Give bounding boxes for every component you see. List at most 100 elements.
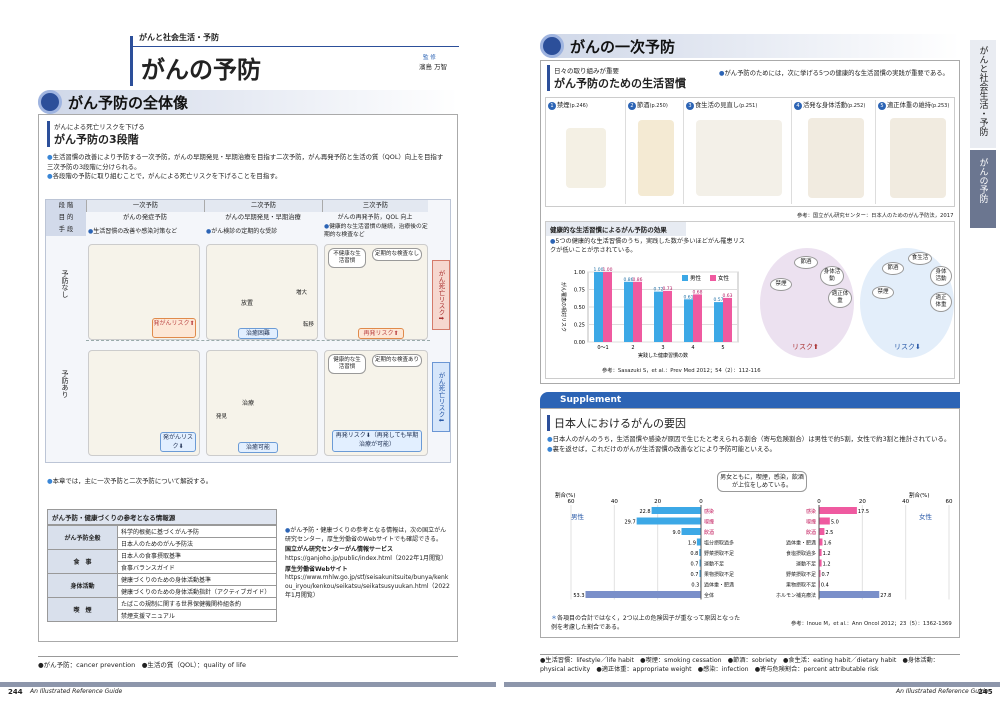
bar-value: 0.68 [692,289,702,295]
category-label: ホルモン補充療法 [776,592,816,599]
bar-value: 1.2 [823,551,831,557]
ref-item: 日本人の食事摂取基準 [117,549,277,562]
habits-box: 日々の取り組みが重要 がん予防のための生活習慣 ●がん予防のためには，次に挙げる… [540,60,960,384]
series-label: 男性 [571,512,585,521]
bar-女性 [633,281,642,342]
ref-item: たばこの規制に関する世界保健機関枠組条約 [117,597,277,610]
right-page: がんの一次予防 日々の取り組みが重要 がん予防のための生活習慣 ●がん予防のため… [504,0,1000,706]
stage-diagram: 段 階 一次予防 二次予防 三次予防 目 的 がんの発症予防 がんの早期発見・早… [45,199,451,463]
box-title: がん予防のための生活習慣 [554,77,686,90]
purpose-secondary: がんの早期発見・早期治療 [225,214,301,221]
relative-risk-chart: 0.000.250.500.751.00がん罹患の相対リスク1.001.000～… [560,267,739,359]
bar-女性 [663,290,672,342]
bar [819,538,823,546]
risk-high-label: リスク⬆ [792,343,819,351]
x-tick-label: 20 [654,499,661,505]
x-tick-label: 0 [699,499,703,505]
y-tick-label: 0.50 [574,305,585,311]
bubble-smoking-low: 禁煙 [872,286,894,299]
bubble-weight-high: 適正体重 [828,288,852,308]
y-tick-label: 0.00 [574,340,585,346]
x-tick-label: 60 [568,499,575,505]
bar [636,517,701,525]
bar [696,538,701,546]
category-label: 喫煙 [806,519,816,526]
y-axis-label: がん罹患の相対リスク [560,282,567,332]
effect-chart-frame: 健康的な生活習慣によるがん予防の効果 ●5つの健康的な生活習慣のうち，実践した数… [545,221,955,379]
x-tick-label: 20 [859,499,866,505]
healthy-habit-bubble: 健康的な生活習慣 [328,354,366,374]
bar-男性 [624,281,633,342]
neglect-label: 放置 [241,300,254,307]
category-label: 喫煙 [704,519,714,526]
recurrence-risk-up: 再発リスク⬆ [358,328,404,339]
bar-value: 22.8 [639,509,650,515]
footer-terms-left: ●がん予防：cancer prevention ●生活の質（QOL）：quali… [38,656,458,669]
side-tab-current[interactable]: がんの予防 [970,150,996,228]
ref-item: 科学的根拠に基づくがん予防 [117,525,277,538]
ref-item: 健康づくりのための身体活動指針（アクティブガイド） [117,585,277,598]
bullet-item: 生活習慣の改善により予防する一次予防，がんの早期発見・早期治療を目指す二次予防，… [47,153,444,171]
category-label: 野菜摂取不足 [704,550,734,557]
checkup-bubble: 定期的な検査あり [372,354,422,367]
supplement-bullets: ●日本人のがんのうち，生活習慣や感染が原因で生じたと考えられる割合（寄与危険割合… [547,435,951,453]
category-label: 感染 [806,508,816,515]
habits-intro: ●がん予防のためには，次に挙げる5つの健康的な生活習慣の実践が重要である。 [719,70,949,77]
ref-item: 食事バランスガイド [117,561,277,574]
legend-label: 女性 [718,274,730,282]
bar-value: 0.7 [822,572,830,578]
ref-item: 日本人のためのがん予防法 [117,537,277,550]
treatment-label: 治療 [242,400,255,407]
bubble-smoking-high: 禁煙 [770,278,792,291]
row-label-with: 予防あり [61,370,69,398]
bar-value: 0.3 [691,583,699,589]
bar [819,517,830,525]
x-tick-label: 4 [691,345,694,351]
meal-icon [696,120,782,196]
x-tick-label: 60 [946,499,953,505]
bar [699,570,701,577]
legend-swatch [710,275,716,281]
habit-reference: 参考：国立がん研究センター：日本人のためのがん予防法，2017 [797,213,954,219]
bar-value: 0.63 [722,293,732,299]
stage-tertiary: 三次予防 [322,200,428,212]
bar-value: 1.00 [602,267,612,273]
section-bullet-icon [38,90,62,114]
reference-title: がん予防・健康づくりの参考となる情報源 [47,509,277,525]
series-label: 女性 [919,512,933,521]
pct-label: 割合(%) [909,491,930,499]
ref-category: 身体活動 [47,573,118,598]
bar [819,528,825,535]
bottle-icon [638,120,674,196]
bar-value: 0.4 [821,583,829,589]
bar-男性 [594,272,603,342]
bar-男性 [684,299,693,342]
reference-table: がん予防・健康づくりの参考となる情報源 がん予防全般科学的根拠に基づくがん予防 … [47,509,277,622]
section-title: がんの一次予防 [570,37,676,56]
x-tick-label: 3 [661,345,664,351]
hard-to-cure-label: 治癒困難 [238,328,278,339]
bar-女性 [693,294,702,342]
bar-value: 0.73 [662,286,672,292]
side-tab-category[interactable]: がんと社会生活・予防 [970,40,996,148]
bubble-weight-low: 適正体重 [930,292,952,312]
bullet-item: 各段階の予防に取り組むことで，がんによる死亡リスクを下げることを目指す。 [52,172,282,181]
page-title-block: がんと社会生活・予防 がんの予防 監 修 濱島 万智 [130,33,460,86]
bar-value: 0.7 [691,562,699,568]
page-number-right: 245 [978,688,993,696]
box-title: がん予防の3段階 [54,133,139,146]
supervisor-label: 監 修 [423,55,436,61]
bar-value: 5.0 [831,520,839,526]
chart-note: ●5つの健康的な生活習慣のうち，実践した数が多いほどがん罹患リスクが低いことが示… [550,238,745,254]
bar [681,528,701,535]
x-tick-label: 0～1 [597,345,608,351]
reference-note: ●がん予防・健康づくりの参考となる情報は，次の国立がん研究センター，厚生労働省の… [285,527,450,599]
y-tick-label: 0.75 [574,288,585,294]
bar-value: 0.8 [690,551,698,557]
x-tick-label: 0 [817,499,821,505]
